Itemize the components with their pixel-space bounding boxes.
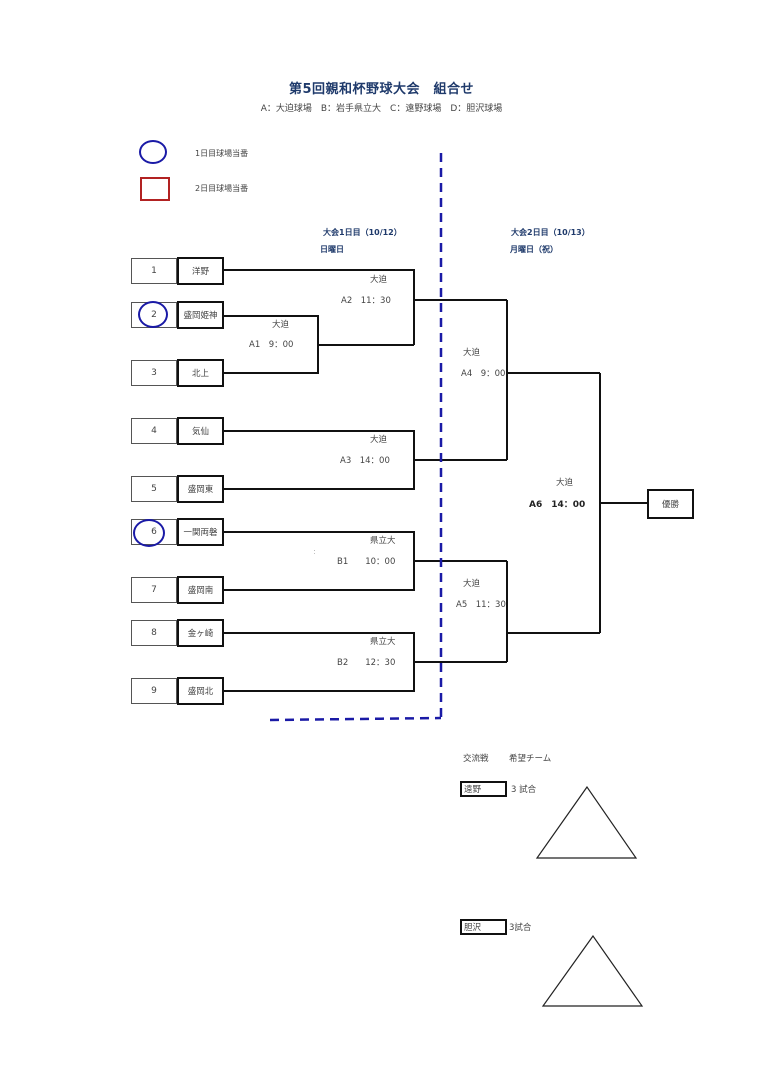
seed-box-3: 3	[131, 360, 177, 386]
team-name: 盛岡南	[187, 586, 214, 596]
day2-weekday: 月曜日（祝）	[510, 245, 558, 254]
match-a2-label: A2 11：30	[341, 296, 391, 306]
duty-circle-icon	[133, 519, 165, 547]
exchange-team-box-1: 遠野	[460, 781, 507, 797]
seed-box-7: 7	[131, 577, 177, 603]
seed-box-8: 8	[131, 620, 177, 646]
match-a1-label: A1 9：00	[249, 340, 294, 350]
exchange-team: 胆沢	[464, 923, 482, 933]
team-name: 一関両磐	[183, 528, 218, 538]
seed-number: 3	[151, 368, 157, 378]
match-a2-venue: 大迫	[370, 275, 388, 285]
legend-day1-label: 1日目球場当番	[195, 149, 249, 158]
stray-mark: ：	[313, 549, 320, 556]
match-a4-label: A4 9：00	[461, 369, 506, 379]
day-divider-horizontal	[269, 716, 442, 722]
day1-title: 大会1日目（10/12）	[323, 228, 402, 237]
team-box-2: 盛岡姫神	[177, 301, 224, 329]
seed-box-9: 9	[131, 678, 177, 704]
legend-day2-label: 2日目球場当番	[195, 184, 249, 193]
match-b1-venue: 県立大	[370, 536, 396, 546]
day2-title: 大会2日目（10/13）	[511, 228, 590, 237]
match-a3-label: A3 14：00	[340, 456, 390, 466]
team-box-5: 盛岡東	[177, 475, 224, 503]
match-a6-venue: 大迫	[556, 478, 574, 488]
match-b1-label: B1 10：00	[337, 557, 396, 567]
page-title: 第5回親和杯野球大会 組合せ	[288, 82, 475, 97]
team-box-7: 盛岡南	[177, 576, 224, 604]
team-name: 盛岡姫神	[183, 311, 218, 321]
exchange-triangle-1	[535, 785, 638, 859]
legend-circle-icon	[139, 140, 167, 164]
team-box-8: 金ヶ崎	[177, 619, 224, 647]
seed-number: 9	[151, 686, 157, 696]
exchange-team-box-2: 胆沢	[460, 919, 507, 935]
team-name: 気仙	[191, 427, 209, 437]
seed-number: 7	[151, 585, 157, 595]
legend-square-icon	[140, 177, 170, 201]
team-name: 盛岡東	[187, 485, 214, 495]
team-name: 盛岡北	[187, 687, 214, 697]
exchange-games-2: 3試合	[509, 923, 532, 933]
match-a1-venue: 大迫	[272, 320, 290, 330]
exchange-games-1: 3 試合	[511, 785, 537, 795]
day1-weekday: 日曜日	[320, 245, 344, 254]
seed-number: 8	[151, 628, 157, 638]
venue-key: A：大迫球場 B：岩手県立大 C：遠野球場 D：胆沢球場	[260, 104, 503, 114]
team-name: 北上	[191, 369, 209, 379]
champion-box: 優勝	[647, 489, 694, 519]
bracket-line-a2	[224, 269, 415, 345]
team-box-9: 盛岡北	[177, 677, 224, 705]
match-a3-venue: 大迫	[370, 435, 388, 445]
team-box-6: 一関両磐	[177, 518, 224, 546]
seed-number: 5	[151, 484, 157, 494]
match-b2-venue: 県立大	[370, 637, 396, 647]
match-b2-label: B2 12：30	[337, 658, 396, 668]
team-box-1: 洋野	[177, 257, 224, 285]
duty-circle-icon	[138, 301, 168, 328]
match-a4-venue: 大迫	[463, 348, 481, 358]
seed-box-1: 1	[131, 258, 177, 284]
match-a5-venue: 大迫	[463, 579, 481, 589]
exchange-triangle-2	[541, 934, 644, 1007]
exchange-team: 遠野	[464, 785, 482, 795]
exchange-title: 交流戦	[463, 754, 489, 764]
team-box-3: 北上	[177, 359, 224, 387]
seed-box-4: 4	[131, 418, 177, 444]
seed-box-5: 5	[131, 476, 177, 502]
exchange-subtitle: 希望チーム	[509, 754, 552, 764]
team-box-4: 気仙	[177, 417, 224, 445]
match-a6-label: A6 14：00	[529, 500, 586, 510]
team-name: 洋野	[191, 267, 209, 277]
champion-label: 優勝	[661, 500, 679, 510]
team-name: 金ヶ崎	[187, 629, 214, 639]
match-a5-label: A5 11：30	[456, 600, 506, 610]
seed-number: 4	[151, 426, 157, 436]
seed-number: 1	[151, 266, 157, 276]
